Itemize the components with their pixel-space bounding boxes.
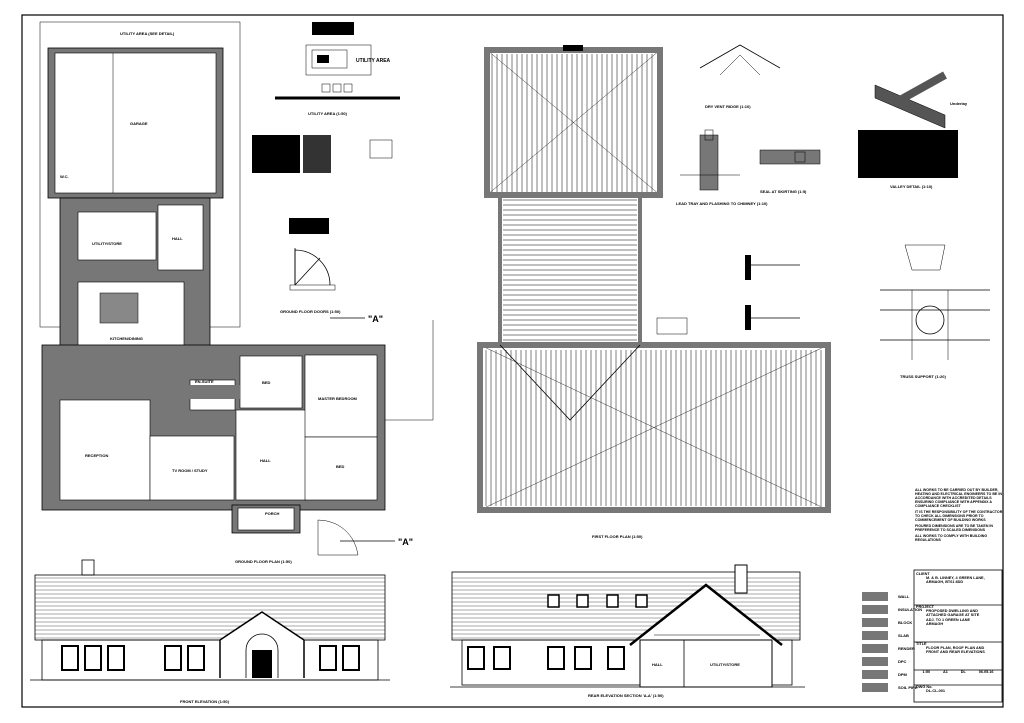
- client-label: CLIENT: [916, 572, 930, 576]
- room-label: UTILITY/STORE: [92, 241, 122, 246]
- note: FIGURED DIMENSIONS ARE TO BE TAKEN IN PR…: [915, 524, 994, 532]
- rear-elevation-title: REAR ELEVATION SECTION 'A-A' (1:50): [588, 693, 664, 698]
- utility-detail-title: UTILITY AREA (1:50): [308, 111, 348, 116]
- window: [107, 645, 125, 671]
- window: [607, 646, 625, 670]
- chimney-detail: LEAD TRAY AND FLASHING TO CHIMNEY (1:10): [676, 129, 768, 206]
- roof-rafters: [479, 49, 829, 511]
- project-name: PROPOSED DWELLING AND ATTACHED GARAGE AT…: [926, 609, 980, 626]
- project-label: PROJECT: [916, 605, 934, 609]
- roof-window: [576, 594, 589, 608]
- room-label: GARAGE: [130, 121, 148, 126]
- front-elevation-title: FRONT ELEVATION (1:50): [180, 699, 230, 704]
- roof-tiles: [35, 577, 385, 639]
- window: [84, 645, 102, 671]
- window: [164, 645, 182, 671]
- room-label: EN-SUITE: [195, 379, 214, 384]
- sheet-size: A1: [942, 670, 948, 674]
- legend-label: DPM: [898, 672, 908, 677]
- detail-title: TRUSS SUPPORT (1:20): [900, 374, 946, 379]
- section-marker: "A": [398, 537, 413, 547]
- valley-notes: [858, 130, 958, 178]
- detail-title: DRY VENT RIDGE (1:10): [705, 104, 751, 109]
- doors-detail-title: GROUND FLOOR DOORS (1:50): [280, 309, 341, 314]
- room-label: BED: [262, 380, 271, 385]
- detail-title: SEAL AT SKIRTING (1:5): [760, 189, 807, 194]
- ground-floor-doors-detail: GROUND FLOOR DOORS (1:50): [280, 218, 341, 314]
- drawing-title: FLOOR PLAN, ROOF PLAN AND FRONT AND REAR…: [926, 646, 985, 655]
- legend-label: RENDER: [898, 646, 915, 651]
- legend-label: SOIL PIPE: [898, 685, 918, 690]
- front-elevation: FRONT ELEVATION (1:50): [30, 559, 390, 704]
- ground-floor-plan-title: GROUND FLOOR PLAN (1:50): [235, 559, 292, 564]
- first-floor-plan: FIRST FLOOR PLAN (1:50): [477, 45, 831, 539]
- eaves-details: [745, 255, 800, 330]
- scale: 1:50: [922, 670, 931, 674]
- dry-vent-ridge-detail: DRY VENT RIDGE (1:10): [699, 44, 781, 109]
- room-label: HALL: [260, 458, 271, 463]
- valley-detail: Underlay VALLEY DETAIL (1:10): [858, 71, 968, 189]
- drawing-no-label: DWG No.: [916, 685, 933, 689]
- room-label: PORCH: [265, 511, 280, 516]
- drawing-number: DL-CL-001: [926, 689, 945, 694]
- legend-label: WALL: [898, 594, 910, 599]
- roof-window: [547, 594, 560, 608]
- legend-label: INSULATION: [898, 607, 922, 612]
- door-swing: [317, 519, 359, 556]
- detail-label: Underlay: [950, 101, 968, 106]
- window: [493, 646, 511, 670]
- detail-title: VALLEY DETAIL (1:10): [890, 184, 933, 189]
- room-label: HALL: [172, 236, 183, 241]
- legend-label: SLAB: [898, 633, 909, 638]
- room-label: RECEPTION: [85, 453, 108, 458]
- client-name: M. & B. LINNEY, 4 GREEN LANE, ARMAGH, BT…: [926, 576, 985, 585]
- room-label: HALL: [652, 662, 663, 667]
- schedule-table: [252, 135, 300, 173]
- section-marker: "A": [368, 314, 383, 324]
- cooker-island: [99, 292, 139, 324]
- roof-window: [606, 594, 619, 608]
- note: IT IS THE RESPONSIBILITY OF THE CONTRACT…: [915, 510, 1003, 522]
- date: 06.05.16: [978, 670, 994, 674]
- utility-area-detail: UTILITY AREA UTILITY AREA (1:50): [252, 22, 400, 173]
- note: ALL WORKS TO BE CARRIED OUT BY BUILDER, …: [915, 488, 1002, 508]
- legend-label: BLOCK: [898, 620, 912, 625]
- utility-reference: UTILITY AREA (SEE DETAIL): [120, 31, 175, 36]
- note: ALL WORKS TO COMPLY WITH BUILDING REGULA…: [915, 534, 988, 542]
- window: [187, 645, 205, 671]
- truss-support-detail: TRUSS SUPPORT (1:20): [880, 244, 990, 379]
- detail-title: LEAD TRAY AND FLASHING TO CHIMNEY (1:10): [676, 201, 768, 206]
- room-label: TV ROOM / STUDY: [172, 468, 208, 473]
- sheet-border: [21, 14, 1004, 708]
- window: [574, 646, 592, 670]
- window: [547, 646, 565, 670]
- room-label: MASTER BEDROOM: [318, 396, 358, 401]
- room-label: UTILITY/STORE: [710, 662, 740, 667]
- ground-floor-plan: GARAGE W.C. UTILITY AREA (SEE DETAIL) UT…: [39, 21, 434, 564]
- title-label: TITLE: [916, 642, 927, 646]
- general-notes: ALL WORKS TO BE CARRIED OUT BY BUILDER, …: [915, 488, 1003, 542]
- window: [342, 645, 360, 671]
- room-label: KITCHEN/DINING: [110, 336, 143, 341]
- rear-elevation: HALL UTILITY/STORE REAR ELEVATION SECTIO…: [450, 564, 805, 698]
- skirting-detail: SEAL AT SKIRTING (1:5): [759, 149, 821, 194]
- legend-label: DPC: [898, 659, 907, 664]
- drawn-by: DL: [960, 670, 966, 674]
- first-floor-plan-title: FIRST FLOOR PLAN (1:50): [592, 534, 643, 539]
- window: [319, 645, 337, 671]
- room-label: BED: [336, 464, 345, 469]
- window: [467, 646, 485, 670]
- room-label: W.C.: [60, 174, 69, 179]
- window: [61, 645, 79, 671]
- utility-heading: UTILITY AREA: [356, 58, 391, 64]
- roof-window: [635, 594, 648, 608]
- material-legend: WALL INSULATION BLOCK SLAB RENDER DPC DPM SOIL …: [862, 592, 922, 692]
